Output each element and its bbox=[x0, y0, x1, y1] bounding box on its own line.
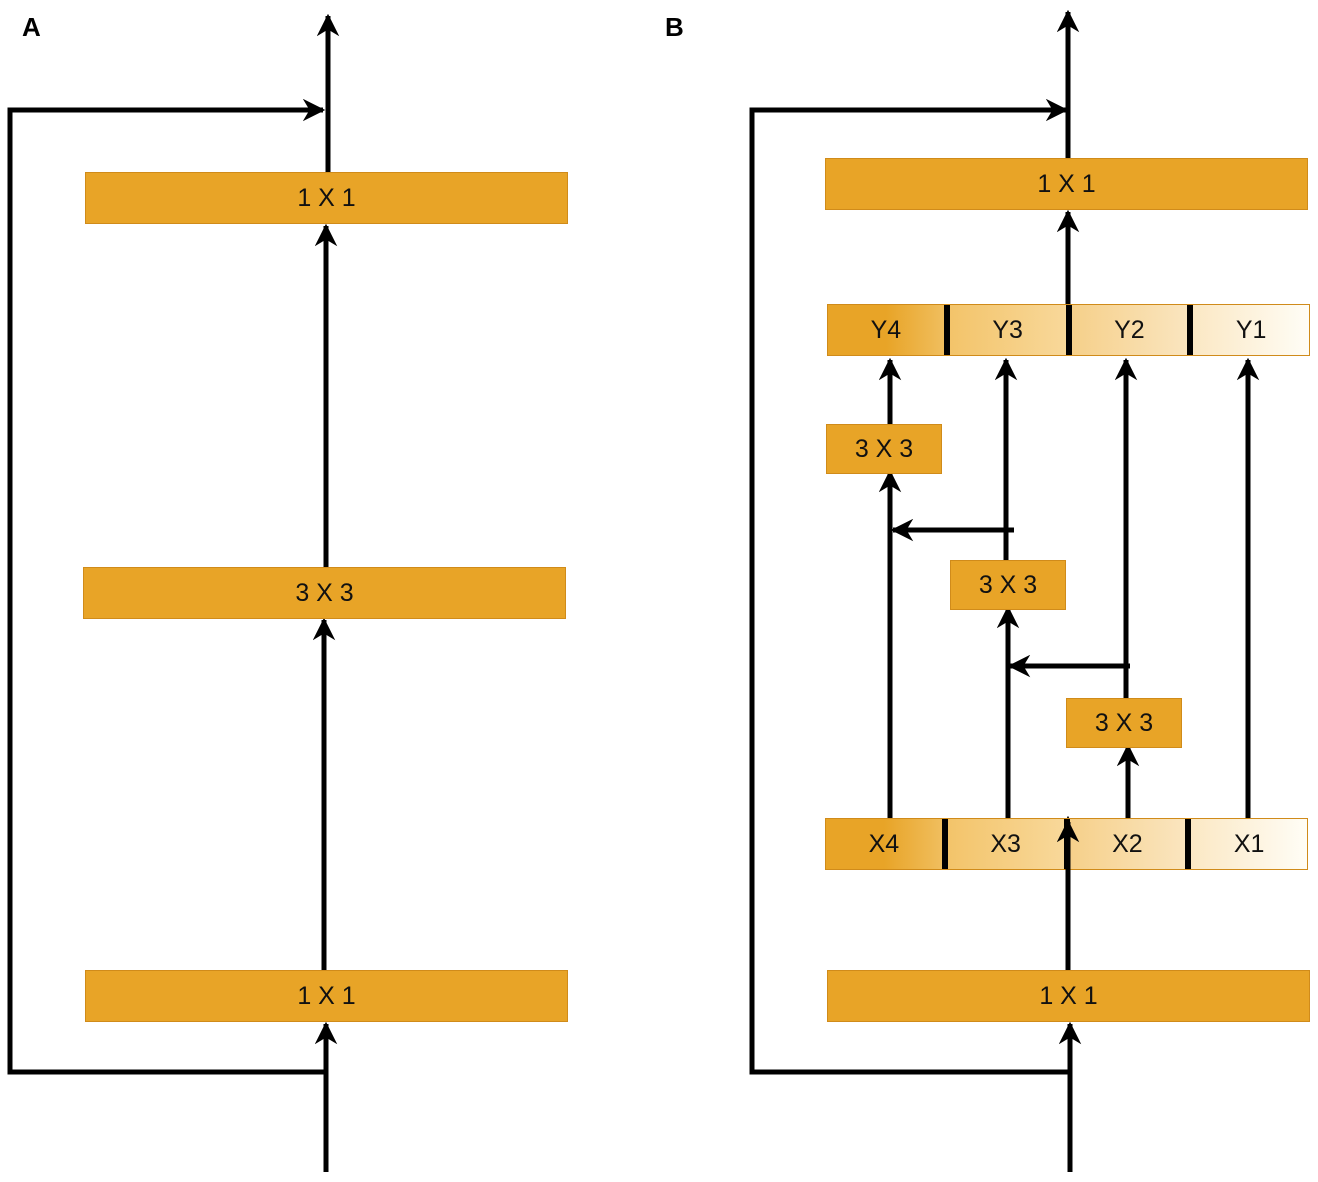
b-top-conv-block: 1 X 1 bbox=[825, 158, 1308, 210]
a-skip-connection bbox=[7, 98, 326, 1075]
y3-segment: Y3 bbox=[943, 305, 1066, 355]
y1-segment: Y1 bbox=[1187, 305, 1309, 355]
b-y-split-block: Y4 Y3 Y2 Y1 bbox=[827, 304, 1310, 356]
b-conv-x3-block: 3 X 3 bbox=[950, 560, 1066, 610]
x1-segment: X1 bbox=[1185, 819, 1307, 869]
y2-segment: Y2 bbox=[1065, 305, 1188, 355]
b-skip-connection bbox=[749, 98, 1070, 1075]
a-middle-conv-block: 3 X 3 bbox=[83, 567, 566, 619]
a-bottom-conv-block: 1 X 1 bbox=[85, 970, 568, 1022]
x2-segment: X2 bbox=[1063, 819, 1186, 869]
x3-segment: X3 bbox=[941, 819, 1064, 869]
b-bottom-conv-block: 1 X 1 bbox=[827, 970, 1310, 1022]
x4-segment: X4 bbox=[826, 819, 942, 869]
b-conv-x2-block: 3 X 3 bbox=[1066, 698, 1182, 748]
b-x-split-block: X4 X3 X2 X1 bbox=[825, 818, 1308, 870]
panel-a-label: A bbox=[22, 12, 41, 42]
panel-b-label: B bbox=[665, 12, 684, 42]
b-conv-x4-block: 3 X 3 bbox=[826, 424, 942, 474]
y4-segment: Y4 bbox=[828, 305, 944, 355]
a-top-conv-block: 1 X 1 bbox=[85, 172, 568, 224]
